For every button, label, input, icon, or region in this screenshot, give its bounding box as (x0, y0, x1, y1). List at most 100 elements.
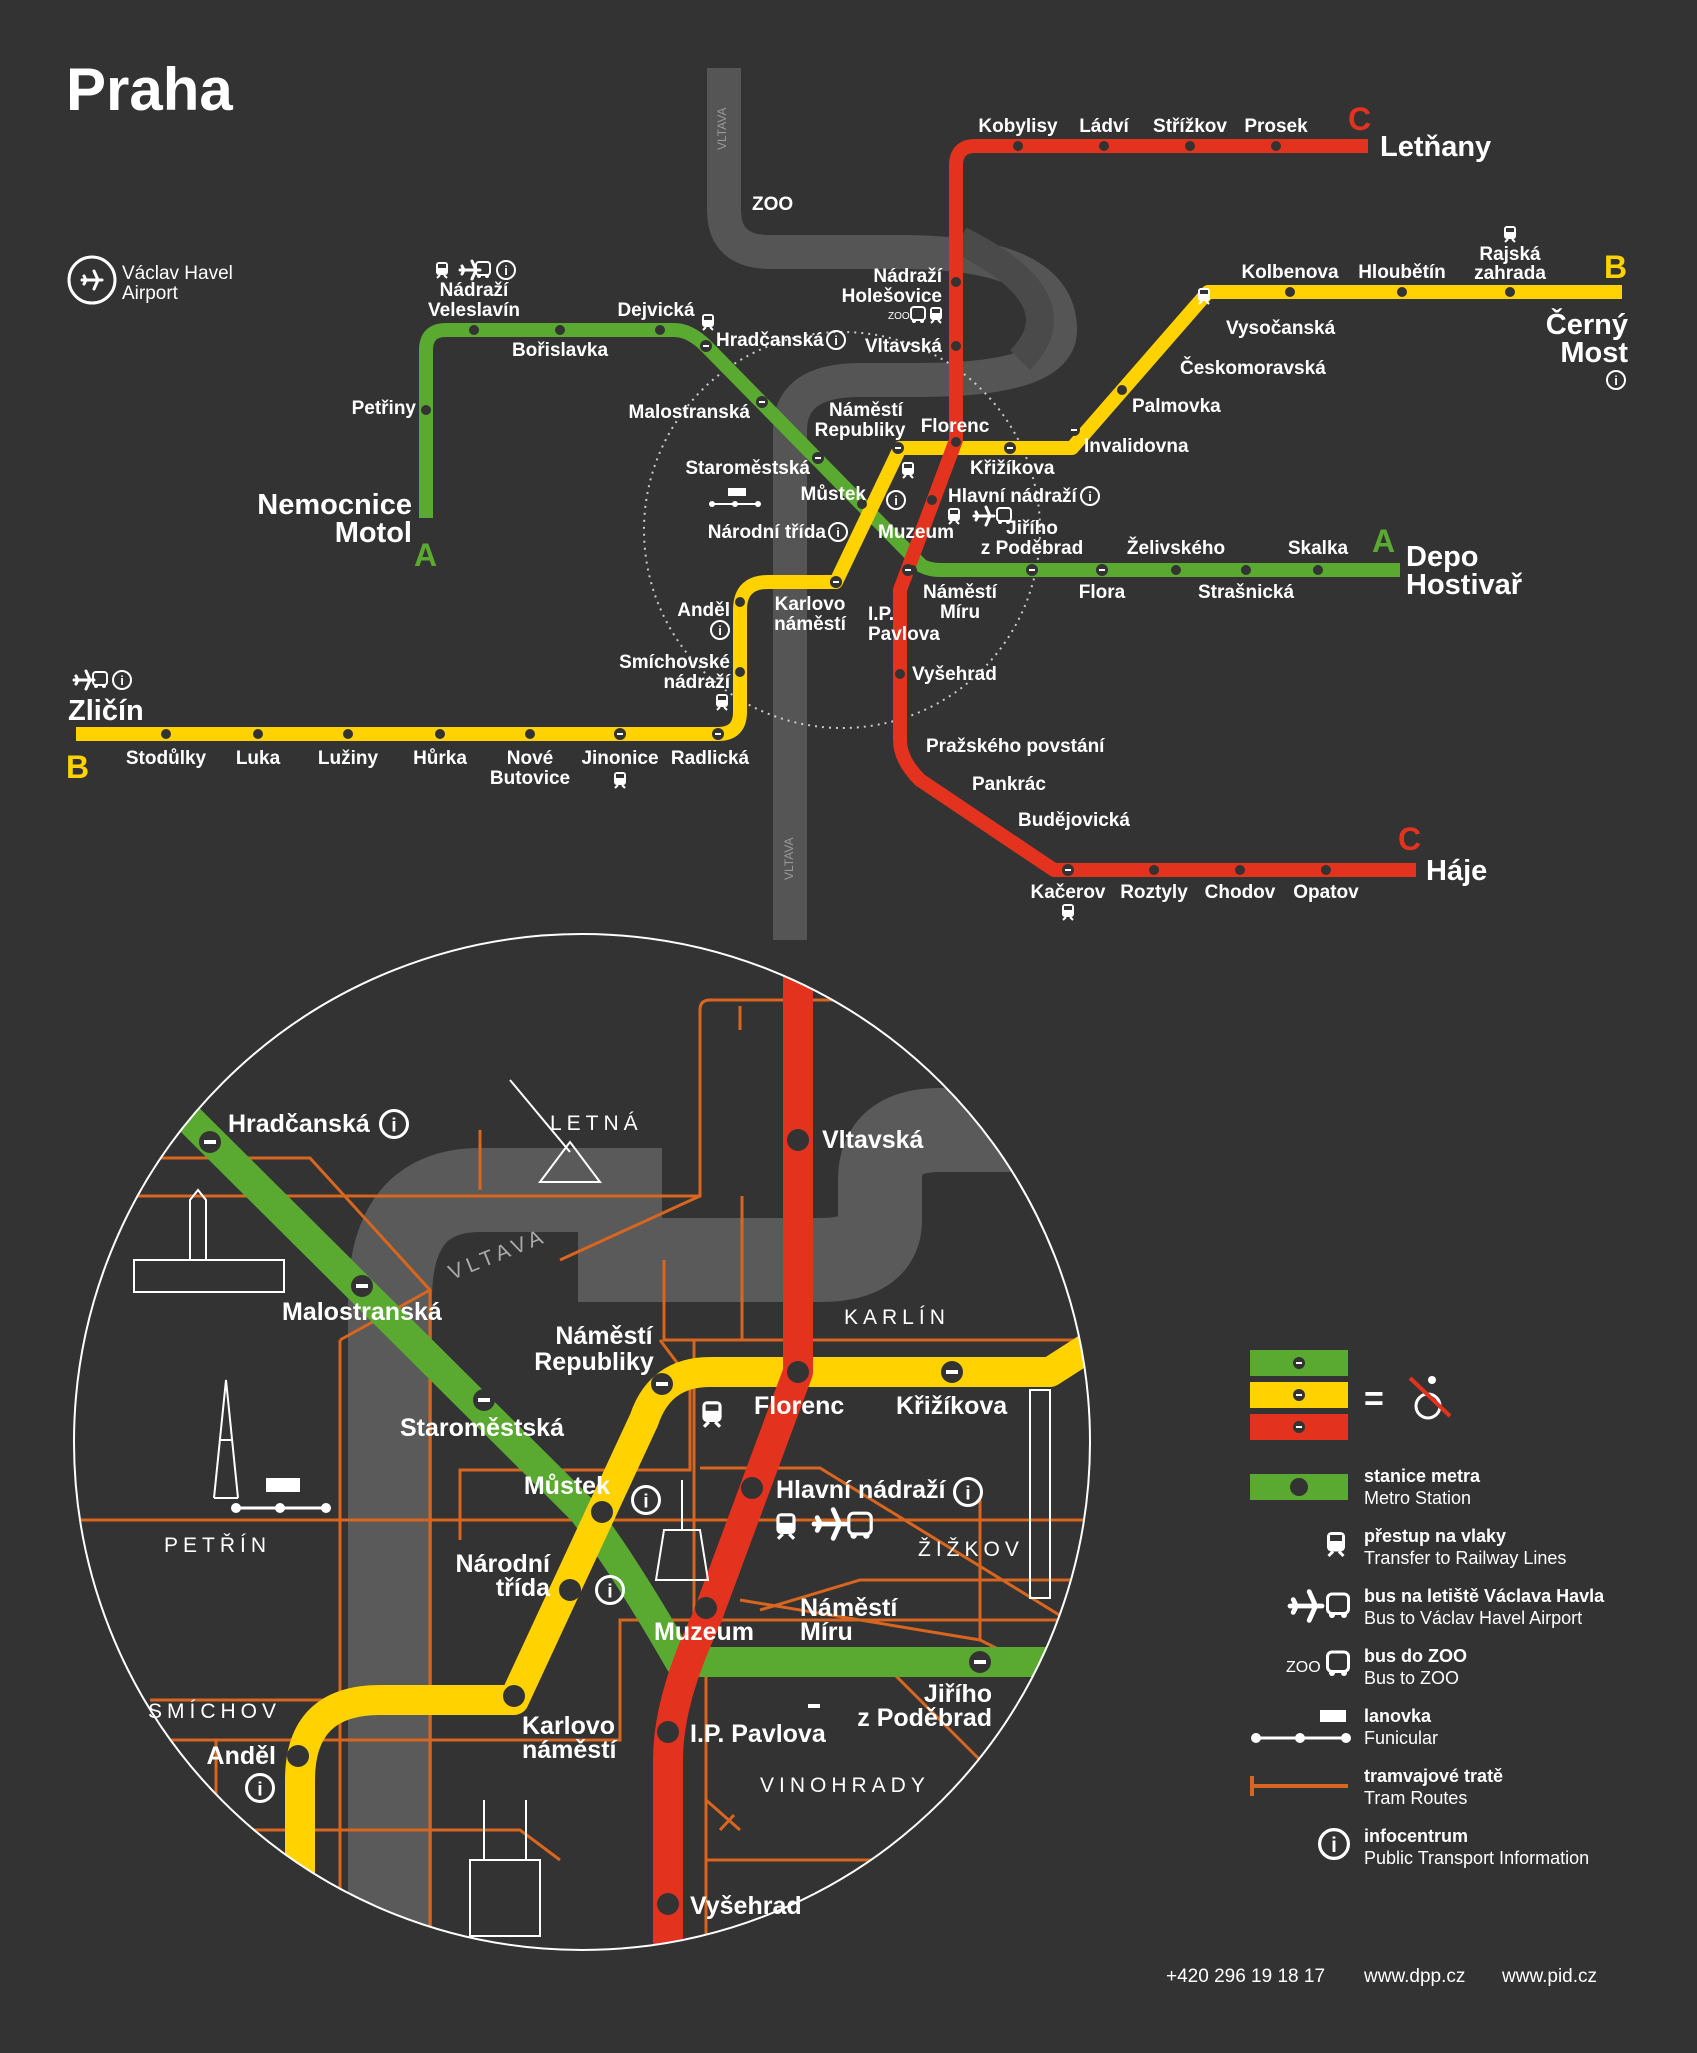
station-kacerov: Kačerov (1031, 882, 1106, 903)
landmark-metronome-icon (509, 1079, 602, 1183)
station-nam-rep-1: Náměstí (829, 400, 904, 421)
detail-karlovo-1: Karlovo (522, 1712, 615, 1740)
detail-jiriho-1: Jiřího (924, 1680, 992, 1708)
station-flora: Flora (1079, 582, 1126, 603)
station-jiriho-1: Jiřího (1006, 518, 1058, 539)
info-icon (1080, 486, 1100, 506)
station-zelivskeho: Želivského (1127, 537, 1225, 559)
legend-airport-normal: Bus to Václav Havel Airport (1364, 1608, 1582, 1628)
station-borislavka: Bořislavka (512, 340, 609, 361)
detail-krizikova: Křižíkova (896, 1392, 1008, 1420)
terminus-motol-2: Motol (335, 517, 412, 549)
line-c-letter-north: C (1348, 101, 1371, 137)
station-nam-miru-1: Náměstí (923, 582, 998, 603)
terminus-motol-1: Nemocnice (257, 489, 412, 521)
train-icon (701, 313, 715, 331)
zoo-label: ZOO (752, 194, 793, 215)
station-staromestska: Staroměstská (685, 458, 810, 479)
legend-info-normal: Public Transport Information (1364, 1848, 1589, 1868)
detail-karlovo-2: náměstí (522, 1736, 618, 1764)
station-stodulky: Stodůlky (126, 748, 207, 769)
station-veleslavin-2: Veleslavín (428, 300, 520, 321)
station-hradcanska: Hradčanská (716, 330, 824, 351)
legend-metro-bold: stanice metra (1364, 1466, 1481, 1486)
district-smichov: SMÍCHOV (148, 1700, 281, 1723)
detail-line-a (159, 1089, 1090, 1677)
station-narodni: Národní třída (708, 522, 827, 543)
station-petriny: Petřiny (352, 398, 417, 419)
station-roztyly: Roztyly (1120, 882, 1188, 903)
plane-icon (80, 269, 104, 291)
station-muzeum: Muzeum (878, 522, 954, 543)
detail-nam-miru-1: Náměstí (800, 1594, 898, 1622)
legend-zoo-bold: bus do ZOO (1364, 1646, 1467, 1666)
legend-tram-bold: tramvajové tratě (1364, 1766, 1503, 1786)
station-nam-rep-2: Republiky (815, 420, 906, 441)
station-hloubetin: Hloubětín (1358, 262, 1446, 283)
terminus-zlicin: Zličín (68, 695, 144, 727)
legend-railway-bold: přestup na vlaky (1364, 1526, 1506, 1546)
detail-station-dots (199, 1129, 991, 1915)
station-smichovske-2: nádraží (663, 672, 730, 693)
legend-funicular-bold: lanovka (1364, 1706, 1432, 1726)
legend-tram-icon (1250, 1776, 1348, 1796)
detail-map (74, 934, 1090, 1950)
detail-hradcanska: Hradčanská (228, 1110, 370, 1138)
footer-web-dpp[interactable]: www.dpp.cz (1363, 1966, 1465, 1987)
bus-zoo-icon (1326, 1650, 1350, 1678)
footer-web-pid[interactable]: www.pid.cz (1501, 1966, 1597, 1987)
river-label-top: VLTAVA (715, 108, 729, 150)
station-ladvi: Ládví (1079, 116, 1129, 137)
detail-narodni-1: Národní (456, 1550, 552, 1578)
station-vysocanska: Vysočanská (1226, 318, 1336, 339)
plane-icon (972, 505, 996, 527)
legend: = stanice metra Metro Station přestup na… (1250, 1350, 1605, 1868)
landmark-vysehrad-church-icon (469, 1800, 541, 1937)
station-rajska-1: Rajská (1479, 244, 1541, 265)
footer: +420 296 19 18 17 www.dpp.cz www.pid.cz (1166, 1966, 1597, 1987)
info-icon (112, 670, 132, 690)
station-prosek: Prosek (1244, 116, 1308, 137)
station-andel: Anděl (677, 600, 730, 621)
river-top (707, 68, 1077, 940)
station-veleslavin-1: Nádraží (440, 280, 509, 301)
detail-andel: Anděl (207, 1742, 276, 1770)
detail-line-c (653, 940, 813, 1950)
district-petrin: PETŘÍN (164, 1534, 271, 1557)
info-icon (1317, 1827, 1351, 1861)
detail-nam-rep-2: Republiky (534, 1348, 654, 1376)
bus-icon (1326, 1592, 1350, 1620)
station-budejovicka: Budějovická (1018, 810, 1130, 831)
station-malostranska: Malostranská (629, 402, 751, 423)
station-nove-1: Nové (507, 748, 553, 769)
bus-zoo-icon (910, 306, 926, 324)
station-opatov: Opatov (1293, 882, 1359, 903)
station-ip-pavlova-2: Pavlova (868, 624, 940, 645)
river-label-bottom: VLTAVA (782, 838, 796, 880)
landmark-petrin-tower-icon (213, 1379, 239, 1499)
line-a-green (419, 323, 1400, 577)
funicular-icon (709, 488, 761, 507)
line-b-letter-west: B (66, 749, 89, 785)
legend-metro-normal: Metro Station (1364, 1488, 1471, 1508)
station-radlicka: Radlická (671, 748, 750, 769)
train-icon (613, 771, 627, 789)
station-nove-2: Butovice (490, 768, 570, 789)
info-icon (828, 522, 848, 542)
station-smichovske-1: Smíchovské (619, 652, 730, 673)
detail-circle-border (73, 933, 1091, 1951)
station-palmovka: Palmovka (1132, 396, 1221, 417)
plane-icon (72, 669, 96, 691)
station-vysehrad: Vyšehrad (912, 664, 997, 685)
station-kobylisy: Kobylisy (978, 116, 1058, 137)
info-icon (826, 330, 846, 350)
detail-line-b (285, 1327, 1090, 1950)
station-ip-pavlova-1: I.P. (868, 604, 894, 625)
terminus-letnany: Letňany (1380, 131, 1491, 163)
station-karlovo-1: Karlovo (775, 594, 846, 615)
info-icon (496, 260, 516, 280)
landmark-statue-icon (654, 1480, 710, 1581)
detail-mustek: Můstek (524, 1472, 610, 1500)
airport-circle-icon (67, 255, 117, 305)
